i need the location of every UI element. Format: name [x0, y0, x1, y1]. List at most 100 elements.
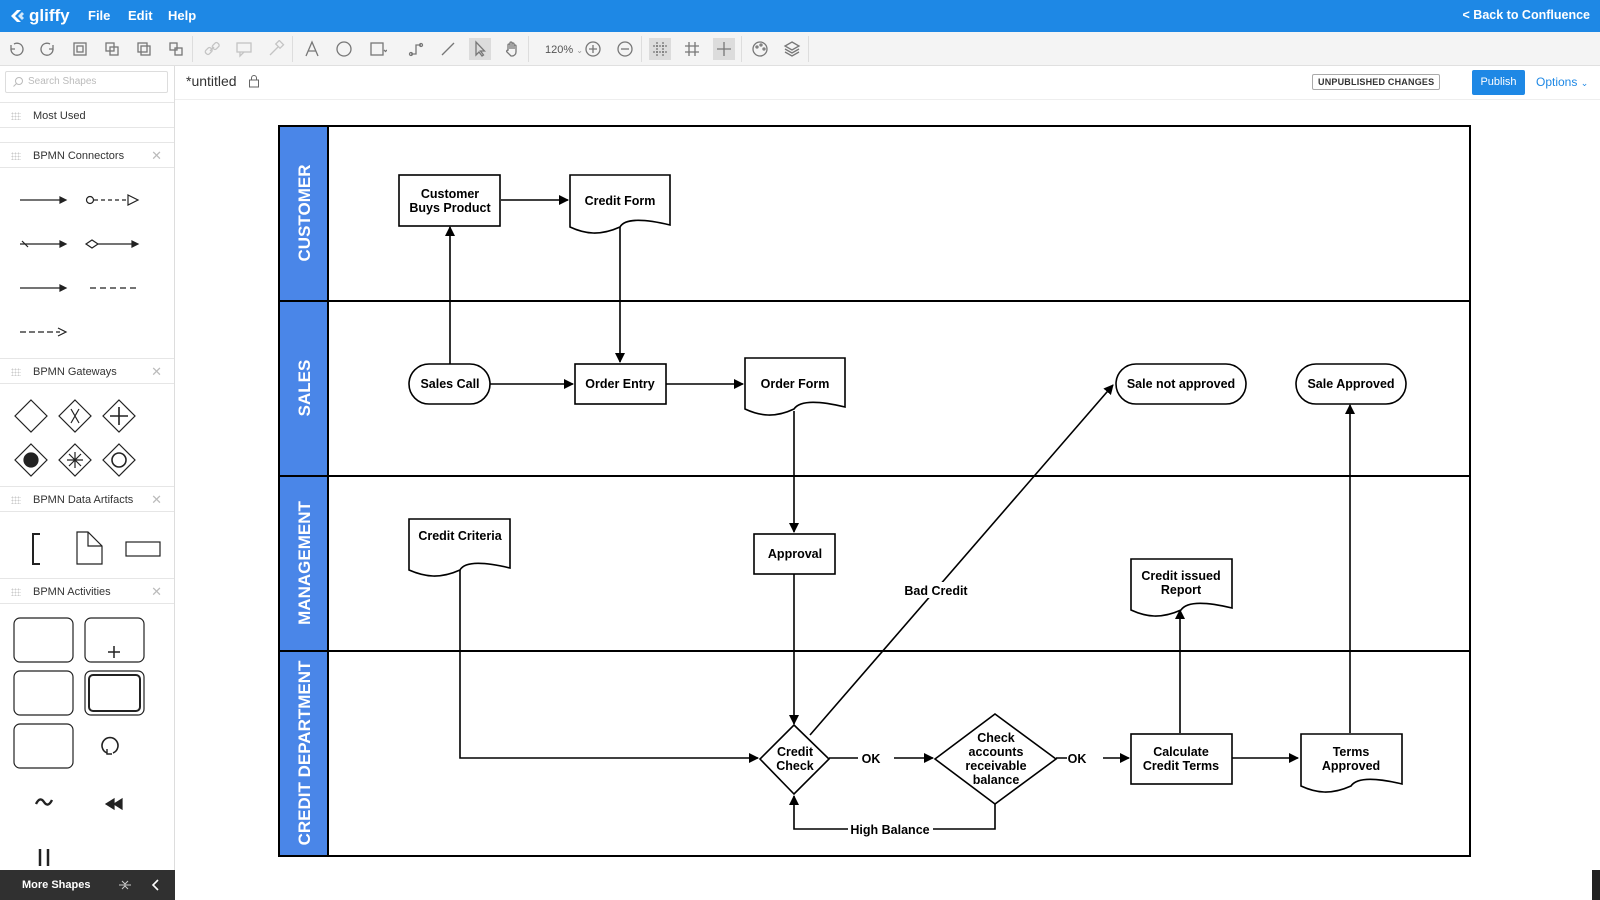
connector-tool-icon[interactable]: [405, 38, 427, 60]
menu-edit[interactable]: Edit: [128, 8, 153, 23]
link-icon[interactable]: [201, 38, 223, 60]
adhoc-marker-icon[interactable]: [34, 798, 54, 806]
document-title[interactable]: *untitled: [186, 73, 237, 89]
chevron-left-icon[interactable]: [150, 878, 162, 892]
node-sale-approved[interactable]: Sale Approved: [1295, 363, 1407, 405]
loop-marker-icon[interactable]: [101, 736, 119, 755]
section-bpmn-gateways[interactable]: BPMN Gateways ✕: [0, 358, 174, 384]
group-artifact-shape[interactable]: [125, 541, 161, 557]
node-sale-not-approved[interactable]: Sale not approved: [1115, 363, 1247, 405]
event-gateway-shape[interactable]: [58, 443, 92, 477]
gateway-shape[interactable]: [14, 399, 48, 433]
menu-file[interactable]: File: [88, 8, 111, 23]
drag-handle-icon[interactable]: [11, 588, 21, 596]
layers-icon[interactable]: [781, 38, 803, 60]
exclusive-gateway-shape[interactable]: [58, 399, 92, 433]
ungroup-icon[interactable]: [101, 38, 123, 60]
node-credit-issued-report[interactable]: Credit issued Report: [1130, 558, 1233, 617]
publish-button[interactable]: Publish: [1472, 70, 1525, 95]
transaction-shape[interactable]: [13, 670, 74, 716]
rectangle-tool-icon[interactable]: [367, 38, 389, 60]
node-approval[interactable]: Approval: [753, 533, 836, 575]
comment-icon[interactable]: [233, 38, 255, 60]
bring-front-icon[interactable]: [133, 38, 155, 60]
task-shape[interactable]: [13, 617, 74, 663]
pointer-tool-icon[interactable]: [469, 38, 491, 60]
grid-icon[interactable]: [681, 38, 703, 60]
node-check-accounts-receivable[interactable]: Check accounts receivable balance: [933, 713, 1058, 805]
undo-icon[interactable]: [5, 38, 27, 60]
message-flow-shape[interactable]: [85, 194, 140, 206]
node-order-entry[interactable]: Order Entry: [574, 363, 667, 405]
lock-icon[interactable]: [248, 74, 260, 88]
node-sales-call[interactable]: Sales Call: [408, 363, 491, 405]
section-most-used[interactable]: Most Used: [0, 102, 174, 128]
node-credit-form[interactable]: Credit Form: [569, 174, 671, 234]
snap-grid-icon[interactable]: [649, 38, 671, 60]
section-bpmn-connectors[interactable]: BPMN Connectors ✕: [0, 142, 174, 168]
node-label: Terms: [1333, 745, 1370, 759]
event-subprocess-shape[interactable]: [13, 723, 74, 769]
theme-icon[interactable]: [749, 38, 771, 60]
collapse-sections-icon[interactable]: [118, 878, 132, 892]
redo-icon[interactable]: [37, 38, 59, 60]
edge-criteria-to-creditcheck[interactable]: [459, 570, 759, 763]
more-shapes-bar[interactable]: More Shapes: [0, 870, 175, 900]
pool[interactable]: CUSTOMER SALES MANAGEMENT CREDIT DEPARTM…: [278, 125, 1471, 857]
lane-header: [278, 650, 329, 857]
directed-association-shape[interactable]: [20, 327, 68, 337]
drag-handle-icon[interactable]: [11, 496, 21, 504]
text-tool-icon[interactable]: [301, 38, 323, 60]
conditional-flow-shape[interactable]: [84, 239, 140, 249]
zoom-level[interactable]: 120% ⌄: [545, 44, 583, 56]
close-icon[interactable]: ✕: [151, 364, 162, 379]
gliffy-logo[interactable]: gliffy: [8, 6, 70, 26]
close-icon[interactable]: ✕: [151, 148, 162, 163]
node-credit-check[interactable]: Credit Check: [758, 723, 831, 796]
complex-gateway-shape[interactable]: [14, 443, 48, 477]
node-customer-buys-product[interactable]: Customer Buys Product: [398, 174, 501, 227]
parallel-gateway-shape[interactable]: [102, 399, 136, 433]
send-back-icon[interactable]: [165, 38, 187, 60]
subprocess-shape[interactable]: [84, 617, 145, 663]
default-flow-shape[interactable]: [20, 240, 68, 248]
close-icon[interactable]: ✕: [151, 492, 162, 507]
guides-icon[interactable]: [713, 38, 735, 60]
line-tool-icon[interactable]: [437, 38, 459, 60]
menu-help[interactable]: Help: [168, 8, 197, 23]
inclusive-gateway-shape[interactable]: [102, 443, 136, 477]
drag-handle-icon[interactable]: [11, 152, 21, 160]
format-painter-icon[interactable]: [265, 38, 287, 60]
lane-customer[interactable]: CUSTOMER: [278, 125, 329, 302]
diagram-canvas[interactable]: CUSTOMER SALES MANAGEMENT CREDIT DEPARTM…: [175, 100, 1600, 900]
call-activity-shape[interactable]: [84, 670, 145, 716]
drag-handle-icon[interactable]: [11, 112, 21, 120]
edge-badcredit[interactable]: [809, 384, 1114, 736]
zoom-in-icon[interactable]: [582, 38, 604, 60]
node-terms-approved[interactable]: Terms Approved: [1300, 733, 1403, 793]
section-bpmn-data-artifacts[interactable]: BPMN Data Artifacts ✕: [0, 486, 174, 512]
close-icon[interactable]: ✕: [151, 584, 162, 599]
node-order-form[interactable]: Order Form: [744, 357, 846, 416]
node-credit-criteria[interactable]: Credit Criteria: [408, 518, 511, 577]
parallel-marker-icon[interactable]: [38, 849, 50, 866]
sequence-flow-shape[interactable]: [20, 196, 68, 204]
ellipse-tool-icon[interactable]: [333, 38, 355, 60]
edge-highbalance[interactable]: [794, 796, 996, 830]
group-icon[interactable]: [69, 38, 91, 60]
sequence-flow-shape-2[interactable]: [20, 284, 68, 292]
lane-sales[interactable]: SALES: [278, 300, 329, 477]
zoom-out-icon[interactable]: [614, 38, 636, 60]
pan-tool-icon[interactable]: [501, 38, 523, 60]
search-shapes-input[interactable]: Search Shapes: [5, 71, 168, 93]
back-to-confluence-link[interactable]: < Back to Confluence: [1462, 8, 1590, 22]
lane-credit-department[interactable]: CREDIT DEPARTMENT: [278, 650, 329, 857]
compensation-marker-icon[interactable]: [104, 797, 123, 811]
annotation-shape[interactable]: [32, 533, 40, 565]
options-menu[interactable]: Options ⌄: [1536, 75, 1588, 89]
node-calculate-credit-terms[interactable]: Calculate Credit Terms: [1130, 733, 1233, 785]
lane-management[interactable]: MANAGEMENT: [278, 475, 329, 652]
data-object-shape[interactable]: [76, 531, 103, 565]
drag-handle-icon[interactable]: [11, 368, 21, 376]
section-bpmn-activities[interactable]: BPMN Activities ✕: [0, 578, 174, 604]
